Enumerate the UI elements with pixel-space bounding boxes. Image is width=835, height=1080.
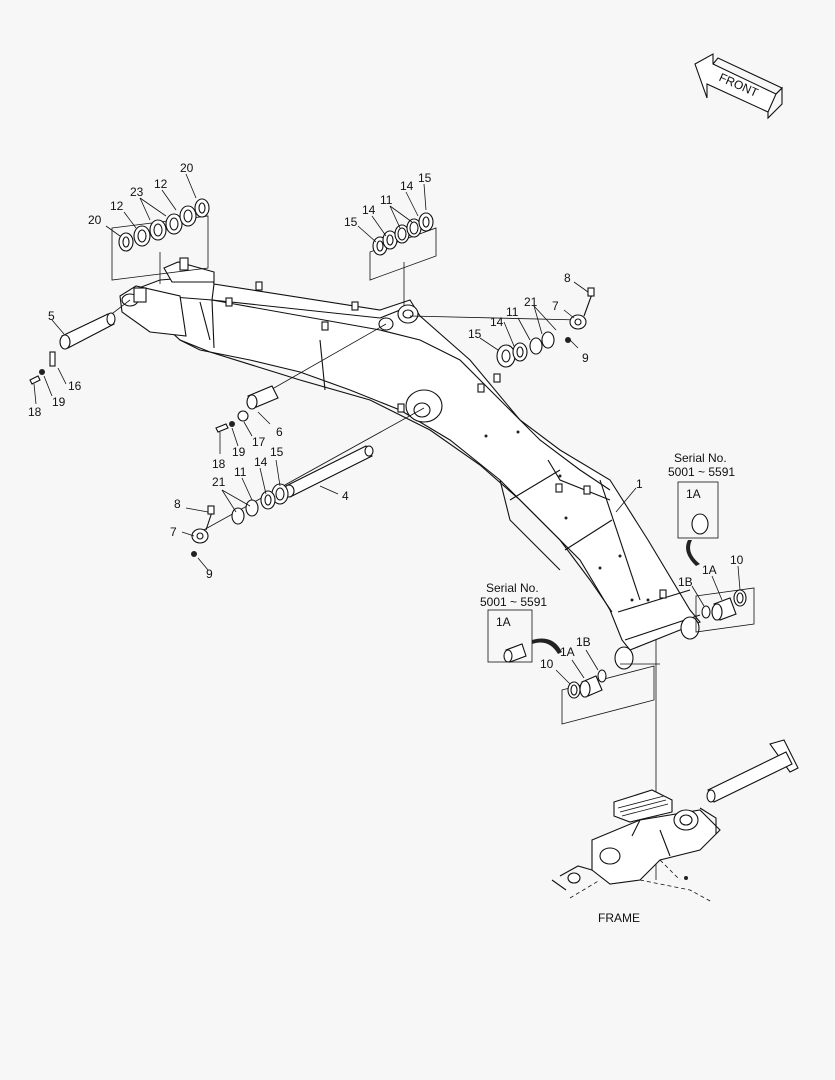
- foot-pin-group: 5 16 19 18: [28, 299, 131, 419]
- serial-title: Serial No.: [486, 581, 539, 595]
- callout-8: 8: [564, 271, 571, 285]
- callout-14: 14: [254, 455, 268, 469]
- callout-10: 10: [540, 657, 554, 671]
- callout-23: 23: [130, 185, 144, 199]
- bushing-group-right: 1B 1A 10: [655, 553, 755, 880]
- callout-9: 9: [206, 567, 213, 581]
- serial-box-left: Serial No. 5001 ~ 5591 1A: [480, 581, 562, 663]
- boom-body: [119, 257, 701, 670]
- callout-15: 15: [418, 171, 432, 185]
- pin-6-group: 6 17 19 18: [212, 323, 387, 471]
- callout-21: 21: [524, 295, 538, 309]
- callout-1B: 1B: [576, 635, 591, 649]
- callout-9: 9: [582, 351, 589, 365]
- callout-14: 14: [490, 315, 504, 329]
- callout-19: 19: [52, 395, 66, 409]
- callout-1A: 1A: [560, 645, 575, 659]
- shim-ring: [118, 198, 210, 252]
- serial-box-right: Serial No. 5001 ~ 5591 1A: [668, 451, 735, 566]
- callout-7: 7: [170, 525, 177, 539]
- callout-20: 20: [88, 213, 102, 227]
- callout-15: 15: [344, 215, 358, 229]
- shim-group-top-left: 20 12 23 12 20: [88, 161, 210, 284]
- callout-5: 5: [48, 309, 55, 323]
- callout-20: 20: [180, 161, 194, 175]
- callout-4: 4: [342, 489, 349, 503]
- callout-14: 14: [400, 179, 414, 193]
- callout-16: 16: [68, 379, 82, 393]
- callout-18: 18: [212, 457, 226, 471]
- frame-label: FRAME: [598, 911, 640, 925]
- callout-1: 1: [636, 477, 643, 491]
- serial-range: 5001 ~ 5591: [480, 595, 547, 609]
- shim-group-top-middle: 15 14 11 14 15: [344, 171, 437, 306]
- callout-19: 19: [232, 445, 246, 459]
- callout-21: 21: [212, 475, 226, 489]
- callout-12: 12: [154, 177, 168, 191]
- callout-12: 12: [110, 199, 124, 213]
- serial-title: Serial No.: [674, 451, 727, 465]
- serial-part: 1A: [686, 487, 701, 501]
- serial-part: 1A: [496, 615, 511, 629]
- hardware-group-right-upper: 15 14 11 21 7 8 9: [409, 271, 595, 368]
- callout-18: 18: [28, 405, 42, 419]
- callout-10: 10: [730, 553, 744, 567]
- callout-1B: 1B: [678, 575, 693, 589]
- callout-14: 14: [362, 203, 376, 217]
- frame-sketch: FRAME: [551, 739, 799, 925]
- callout-11: 11: [380, 193, 393, 207]
- callout-17: 17: [252, 435, 266, 449]
- pin-4-group: 4 21 11 14 15 8 7 9: [170, 407, 425, 581]
- callout-15: 15: [270, 445, 284, 459]
- serial-range: 5001 ~ 5591: [668, 465, 735, 479]
- callout-1A: 1A: [702, 563, 717, 577]
- callout-11: 11: [234, 465, 247, 479]
- callout-7: 7: [552, 299, 559, 313]
- callout-11: 11: [506, 305, 519, 319]
- callout-6: 6: [276, 425, 283, 439]
- bushing-group-left: 10 1A 1B: [540, 635, 660, 725]
- callout-15: 15: [468, 327, 482, 341]
- front-arrow-icon: FRONT: [694, 53, 783, 120]
- callout-8: 8: [174, 497, 181, 511]
